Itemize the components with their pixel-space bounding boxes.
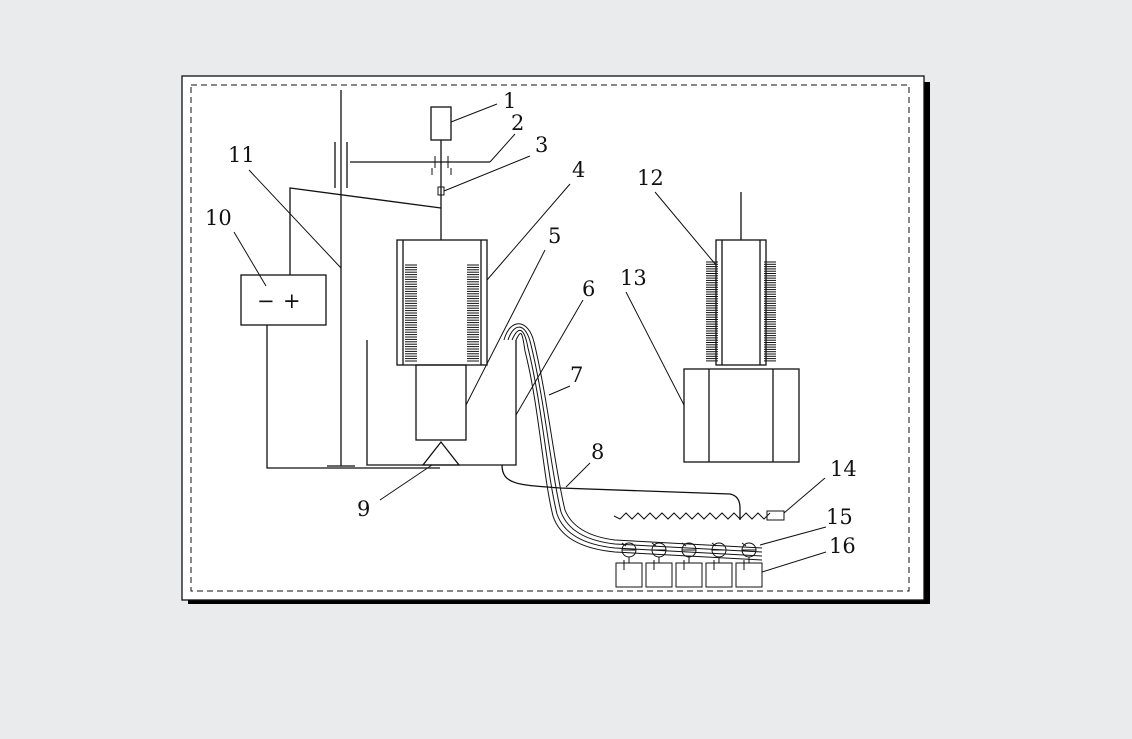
motor [430,106,452,240]
power-minus-sign: − [257,289,275,313]
gas-supply-units [615,542,763,588]
gas-preheater [613,510,785,521]
support-rods [327,90,355,467]
dashed-boundary [190,84,910,592]
gas-pipe-bundle [503,323,763,561]
gas-unit-4 [705,542,733,588]
page-sheet [181,75,925,601]
heating-coil-right [467,264,479,362]
callout-10: 10 [205,206,232,230]
callout-14: 14 [830,457,857,481]
electrode-wire [289,187,442,275]
cooling-furnace [706,192,776,366]
gas-unit-2 [645,542,673,588]
gas-unit-5 [735,542,763,588]
thermocouple-line [501,464,741,520]
callout-5: 5 [548,224,561,248]
heating-coil-left [405,264,417,362]
callout-15: 15 [826,505,853,529]
quench-tank [683,368,800,463]
heating-coil-furnace2-right [764,261,776,362]
callout-7: 7 [570,363,583,387]
gas-unit-3 [675,542,703,588]
callout-labels: 1 2 3 4 5 6 7 8 9 10 11 12 13 14 15 16 [205,89,857,558]
callout-6: 6 [582,277,595,301]
callout-1: 1 [503,89,516,113]
callout-13: 13 [620,266,647,290]
sample-crucible [415,364,467,441]
outer-vessel [366,340,517,466]
leader-lines [233,103,827,573]
heating-coil-furnace2-left [706,261,718,362]
callout-4: 4 [572,158,585,182]
callout-11: 11 [228,143,255,167]
callout-9: 9 [357,497,370,521]
callout-2: 2 [511,111,524,135]
dc-power-supply: − + [240,274,440,469]
callout-12: 12 [637,166,664,190]
callout-8: 8 [591,440,604,464]
gas-unit-1 [615,542,643,588]
lifting-crossbar [350,156,490,175]
callout-16: 16 [829,534,856,558]
callout-3: 3 [535,133,548,157]
power-plus-sign: + [283,289,301,313]
